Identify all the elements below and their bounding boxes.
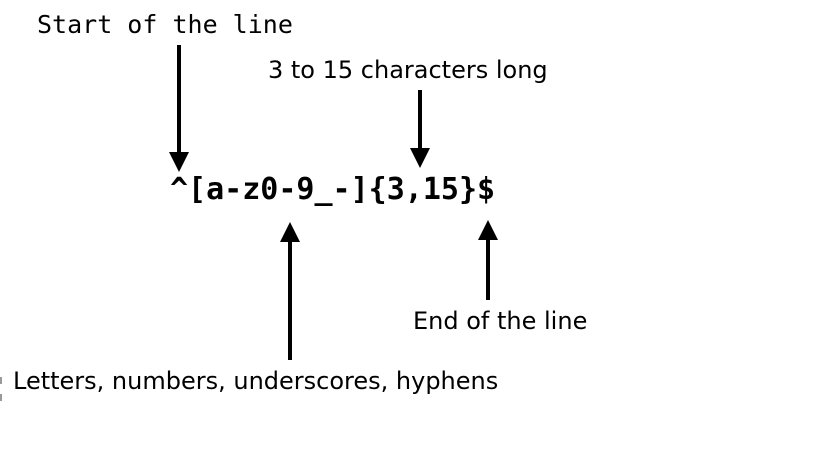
arrowhead-up-icon xyxy=(280,222,300,242)
cropped-glyph-artifact xyxy=(0,377,2,384)
label-character-class: Letters, numbers, underscores, hyphens xyxy=(13,367,499,395)
arrow-shaft xyxy=(288,242,292,360)
arrow-start-to-caret xyxy=(168,45,190,172)
arrow-length-to-quantifier xyxy=(409,90,431,168)
arrowhead-down-icon xyxy=(169,152,189,172)
arrowhead-down-icon xyxy=(410,148,430,168)
arrowhead-up-icon xyxy=(478,220,498,240)
arrow-shaft xyxy=(418,90,422,148)
arrow-end-to-dollar xyxy=(477,220,499,300)
label-end-of-line: End of the line xyxy=(413,307,588,335)
label-start-of-line: Start of the line xyxy=(37,10,293,39)
regex-pattern-text: ^[a-z0-9_-]{3,15}$ xyxy=(170,172,496,207)
arrow-charclass-to-bracket xyxy=(279,222,301,360)
arrow-shaft xyxy=(177,45,181,152)
label-length-quantifier: 3 to 15 characters long xyxy=(268,56,548,84)
cropped-glyph-artifact xyxy=(0,394,2,401)
arrow-shaft xyxy=(486,240,490,300)
